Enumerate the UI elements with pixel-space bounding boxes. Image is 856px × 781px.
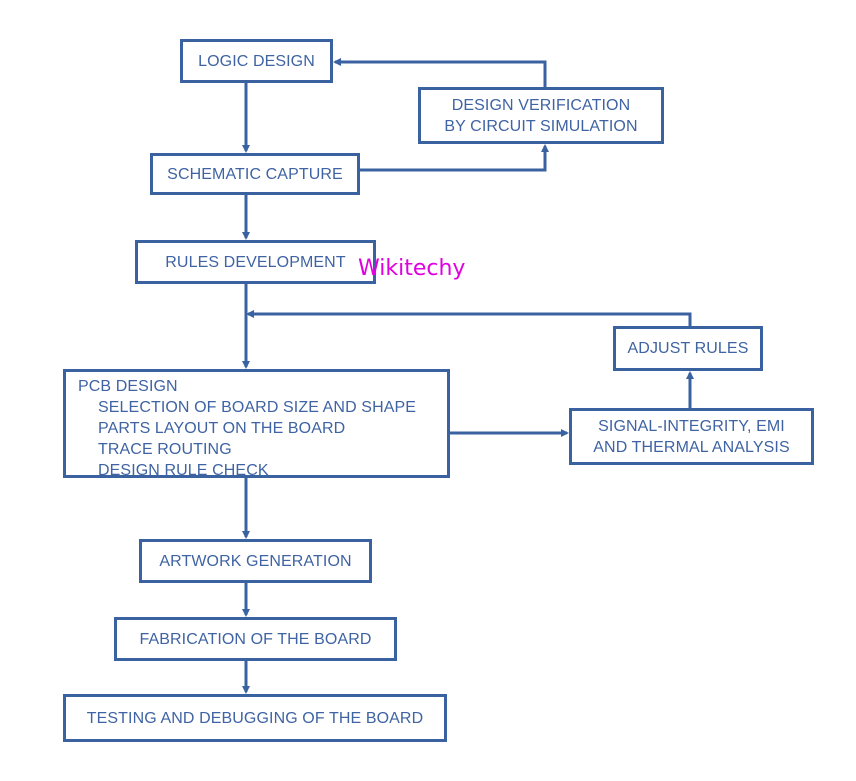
pcb-design-step: PARTS LAYOUT ON THE BOARD bbox=[98, 420, 346, 437]
design-verification-box: DESIGN VERIFICATION BY CIRCUIT SIMULATIO… bbox=[418, 87, 664, 144]
pcb-design-box: PCB DESIGN SELECTION OF BOARD SIZE AND S… bbox=[63, 369, 450, 479]
pcb-design-step: DESIGN RULE CHECK bbox=[98, 462, 269, 479]
design-verification-line-1: DESIGN VERIFICATION bbox=[451, 96, 631, 114]
fabrication-box: FABRICATION OF THE BOARD bbox=[114, 617, 397, 661]
artwork-generation-box: ARTWORK GENERATION bbox=[139, 539, 372, 583]
rules-development-box: RULES DEVELOPMENT bbox=[135, 240, 376, 284]
pcb-design-step: SELECTION OF BOARD SIZE AND SHAPE bbox=[98, 399, 417, 416]
signal-integrity-line-1: SIGNAL-INTEGRITY, EMI bbox=[598, 417, 785, 435]
design-verification-line-2: BY CIRCUIT SIMULATION bbox=[444, 117, 638, 135]
adjust-rules-label: ADJUST RULES bbox=[627, 340, 749, 357]
arrow-adjust-to-main-flow bbox=[246, 310, 692, 326]
schematic-capture-box: SCHEMATIC CAPTURE bbox=[150, 153, 360, 195]
arrow-schematic-to-verification bbox=[360, 144, 549, 172]
pcb-design-step: TRACE ROUTING bbox=[98, 441, 232, 458]
watermark-text: Wikitechy bbox=[358, 256, 466, 281]
fabrication-label: FABRICATION OF THE BOARD bbox=[139, 630, 372, 648]
signal-integrity-box: SIGNAL-INTEGRITY, EMI AND THERMAL ANALYS… bbox=[569, 408, 814, 465]
pcb-design-title: PCB DESIGN bbox=[78, 378, 178, 395]
testing-label: TESTING AND DEBUGGING OF THE BOARD bbox=[86, 709, 424, 727]
testing-box: TESTING AND DEBUGGING OF THE BOARD bbox=[63, 694, 447, 742]
artwork-generation-label: ARTWORK GENERATION bbox=[159, 552, 352, 570]
logic-design-box: LOGIC DESIGN bbox=[180, 39, 333, 83]
rules-development-label: RULES DEVELOPMENT bbox=[165, 253, 346, 271]
signal-integrity-line-2: AND THERMAL ANALYSIS bbox=[593, 438, 790, 456]
arrow-verification-to-logic bbox=[333, 58, 547, 87]
logic-design-label: LOGIC DESIGN bbox=[198, 52, 315, 70]
adjust-rules-box: ADJUST RULES bbox=[613, 326, 763, 371]
schematic-capture-label: SCHEMATIC CAPTURE bbox=[167, 165, 343, 183]
